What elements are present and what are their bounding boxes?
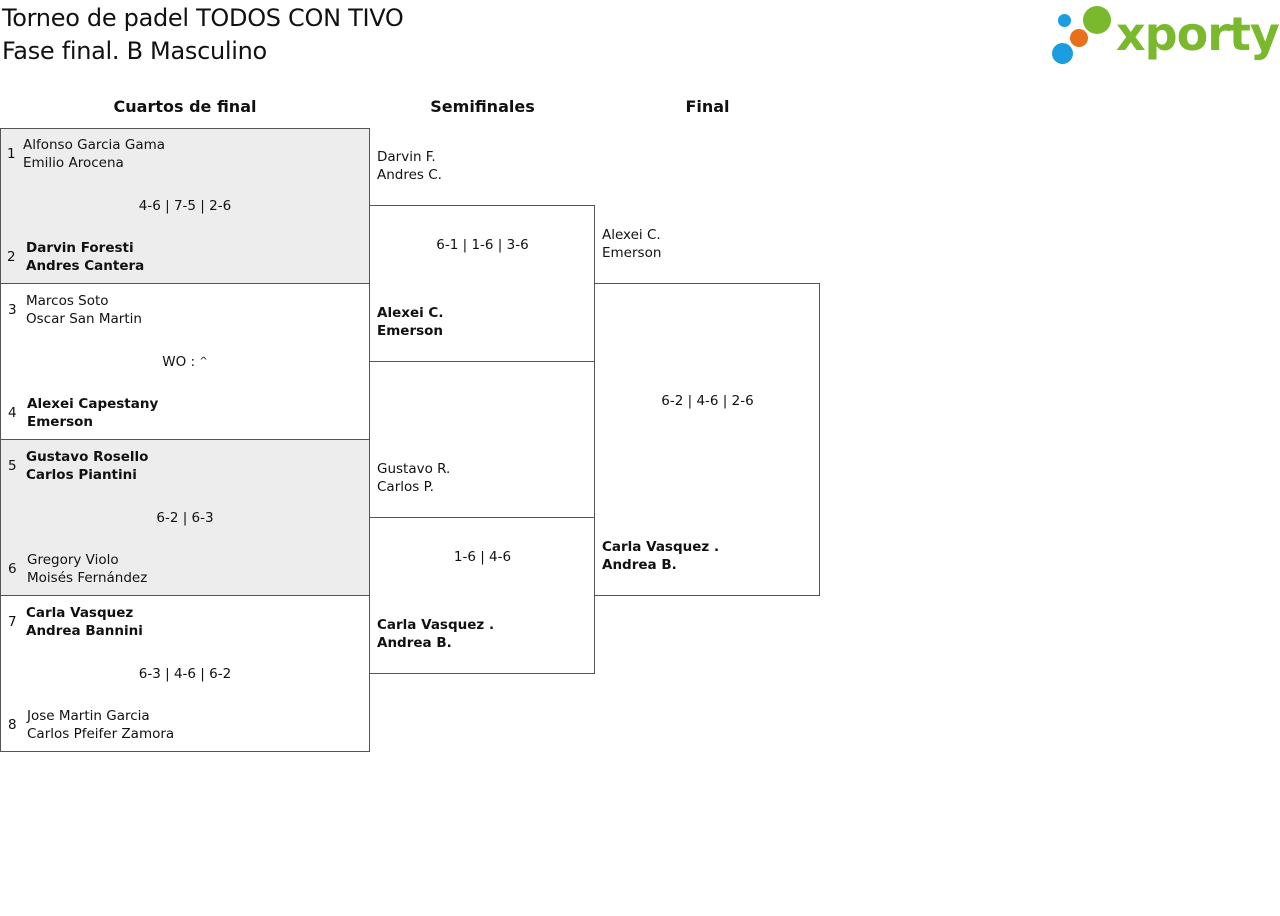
team-entry-winner: Darvin Foresti Andres Cantera — [26, 239, 144, 275]
match-score: 6-1 | 1-6 | 3-6 — [436, 237, 529, 253]
seed-number: 6 — [8, 561, 17, 577]
player-name: Emerson — [602, 245, 662, 261]
match-score: 4-6 | 7-5 | 2-6 — [138, 198, 232, 214]
team-entry-winner: Carla Vasquez . Andrea B. — [602, 538, 719, 574]
team-entry: Alexei C. Emerson — [602, 226, 661, 262]
logo-dot-orange — [1070, 29, 1088, 47]
team-entry: Gustavo R. Carlos P. — [377, 460, 450, 496]
player-name: Darvin Foresti — [26, 240, 134, 256]
team-entry: Darvin F. Andres C. — [377, 148, 442, 184]
player-name: Carla Vasquez . — [602, 539, 720, 555]
match-score: 6-3 | 4-6 | 6-2 — [138, 666, 232, 682]
player-name: Emerson — [377, 323, 444, 339]
xporty-logo[interactable]: xporty — [1050, 4, 1280, 68]
player-name: Jose Martin Garcia — [27, 708, 150, 724]
logo-dot-blue — [1052, 43, 1073, 64]
player-name: Carla Vasquez — [26, 605, 134, 621]
final-match[interactable] — [594, 283, 820, 596]
player-name: Emilio Arocena — [23, 155, 124, 171]
logo-dot-blue-small — [1058, 14, 1071, 27]
team-entry: Alfonso Garcia Gama Emilio Arocena — [23, 136, 165, 172]
logo-wordmark: xporty — [1116, 7, 1280, 61]
match-score: 6-2 | 6-3 — [156, 510, 214, 526]
seed-number: 2 — [7, 249, 16, 265]
player-name: Carlos Piantini — [26, 467, 137, 483]
player-name: Gregory Violo — [27, 552, 119, 568]
walkover-icon: ^ — [199, 356, 208, 367]
column-heading-final: Final — [685, 97, 730, 116]
player-name: Carla Vasquez . — [377, 617, 495, 633]
player-name: Andres C. — [377, 167, 442, 183]
seed-number: 7 — [8, 614, 17, 630]
seed-number: 4 — [8, 405, 17, 421]
walkover-label: WO : — [162, 354, 196, 370]
quarterfinal-match-1[interactable] — [0, 128, 370, 284]
phase-subtitle: Fase final. B Masculino — [2, 37, 267, 65]
player-name: Oscar San Martin — [26, 311, 142, 327]
player-name: Gustavo Rosello — [26, 449, 149, 465]
team-entry: Marcos Soto Oscar San Martin — [26, 292, 142, 328]
player-name: Darvin F. — [377, 149, 436, 165]
player-name: Carlos P. — [377, 479, 434, 495]
team-entry-winner: Alexei C. Emerson — [377, 304, 443, 340]
player-name: Alfonso Garcia Gama — [23, 137, 166, 153]
logo-dot-green — [1083, 6, 1111, 34]
match-score: 6-2 | 4-6 | 2-6 — [661, 393, 754, 409]
team-entry-winner: Carla Vasquez Andrea Bannini — [26, 604, 143, 640]
tournament-title: Torneo de padel TODOS CON TIVO — [2, 4, 404, 32]
column-heading-quarterfinals: Cuartos de final — [113, 97, 257, 116]
player-name: Andrea Bannini — [26, 623, 143, 639]
team-entry: Gregory Violo Moisés Fernández — [27, 551, 147, 587]
player-name: Gustavo R. — [377, 461, 451, 477]
player-name: Carlos Pfeifer Zamora — [27, 726, 175, 742]
player-name: Andrea B. — [377, 635, 452, 651]
match-score: 1-6 | 4-6 — [453, 549, 512, 565]
team-entry-winner: Carla Vasquez . Andrea B. — [377, 616, 494, 652]
seed-number: 1 — [7, 146, 16, 162]
column-heading-semifinals: Semifinales — [430, 97, 535, 116]
player-name: Moisés Fernández — [27, 570, 148, 586]
player-name: Alexei Capestany — [27, 396, 159, 412]
player-name: Alexei C. — [602, 227, 661, 243]
seed-number: 3 — [8, 302, 17, 318]
player-name: Alexei C. — [377, 305, 444, 321]
player-name: Andres Cantera — [26, 258, 145, 274]
player-name: Emerson — [27, 414, 94, 430]
seed-number: 5 — [8, 458, 17, 474]
team-entry-winner: Alexei Capestany Emerson — [27, 395, 158, 431]
player-name: Andrea B. — [602, 557, 677, 573]
seed-number: 8 — [8, 717, 17, 733]
team-entry: Jose Martin Garcia Carlos Pfeifer Zamora — [27, 707, 174, 743]
player-name: Marcos Soto — [26, 293, 109, 309]
team-entry-winner: Gustavo Rosello Carlos Piantini — [26, 448, 148, 484]
match-score: WO : ^ — [0, 353, 370, 371]
quarterfinal-match-3[interactable] — [0, 439, 370, 596]
